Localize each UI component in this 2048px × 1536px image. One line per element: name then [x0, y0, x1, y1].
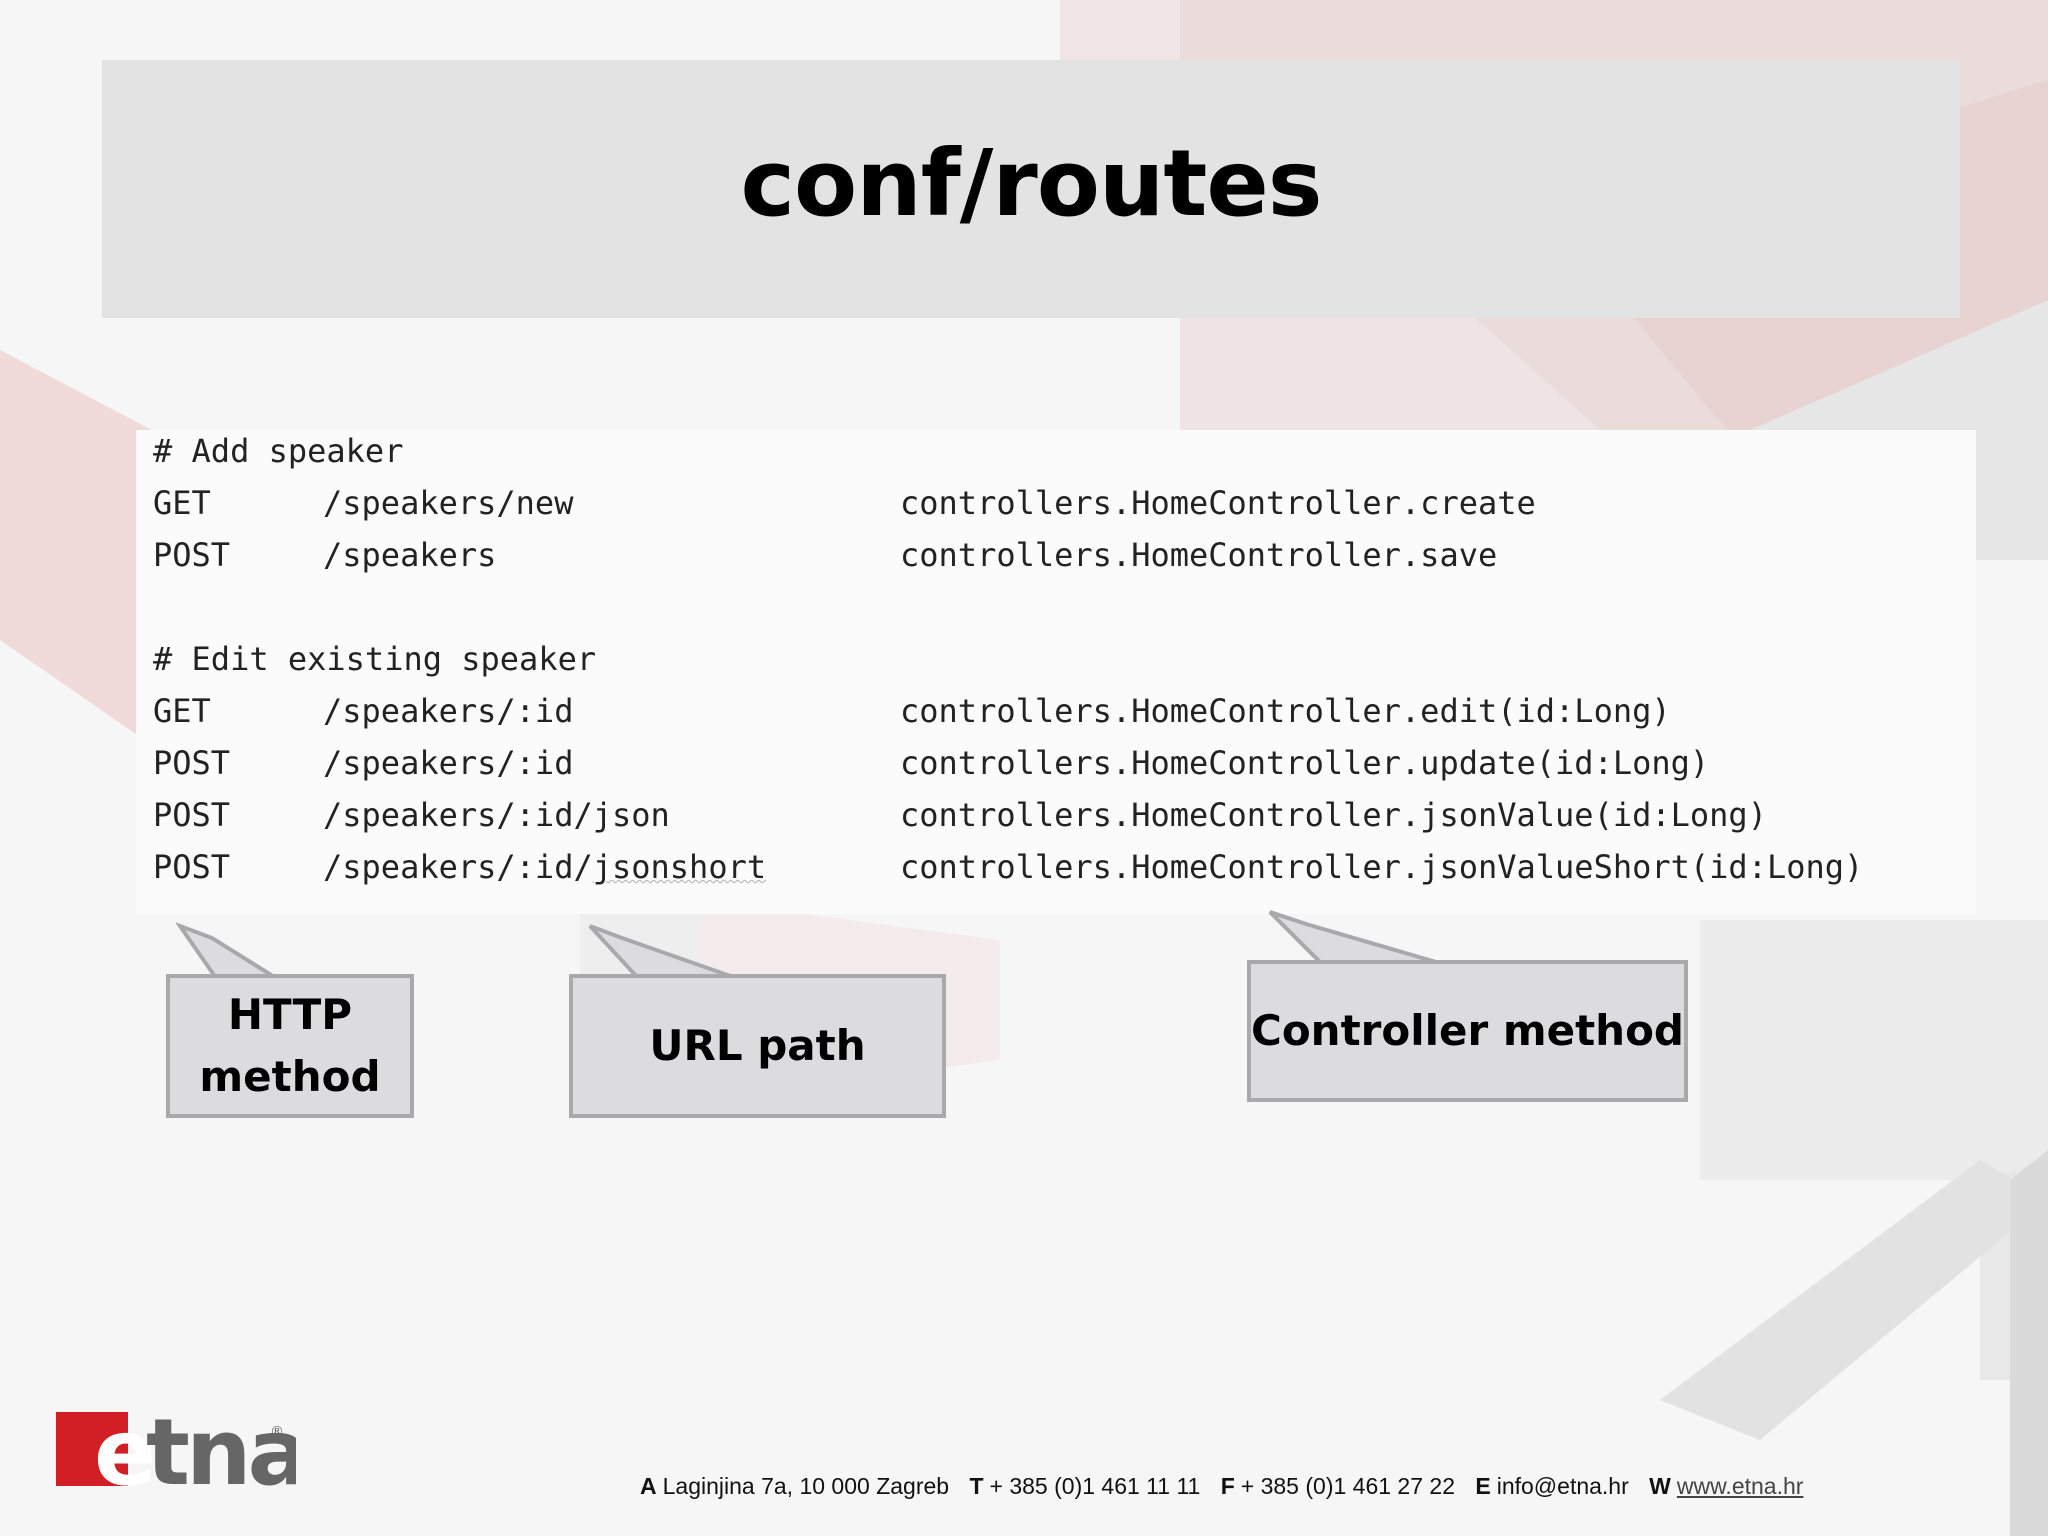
route-method: POST	[153, 536, 231, 574]
route-method: POST	[153, 796, 231, 834]
footer-email-text: info@etna.hr	[1496, 1473, 1629, 1499]
callout-http-method: HTTP method	[166, 974, 414, 1118]
svg-text:®: ®	[270, 1424, 284, 1440]
route-controller: controllers.HomeController.edit(id:Long)	[900, 692, 1671, 730]
route-path: /speakers/:id	[323, 692, 574, 730]
page-title: conf/routes	[740, 130, 1322, 237]
bg-shape	[1660, 1160, 2048, 1440]
route-path: /speakers	[323, 536, 497, 574]
route-controller: controllers.HomeController.jsonValue(id:…	[900, 796, 1767, 834]
bg-shape	[2010, 1150, 2048, 1536]
route-controller: controllers.HomeController.save	[900, 536, 1498, 574]
etna-logo-graphic: e tna ®	[56, 1399, 310, 1506]
etna-logo: e tna ®	[56, 1399, 310, 1506]
footer-website-link[interactable]: www.etna.hr	[1676, 1473, 1804, 1499]
callout-http-line1: HTTP	[227, 990, 353, 1039]
callout-tail-controller	[1268, 910, 1437, 964]
route-path: /speakers/:id/jsonshort	[323, 847, 766, 887]
callout-controller-method: Controller method	[1247, 960, 1688, 1102]
footer-address-text: Laginjina 7a, 10 000 Zagreb	[662, 1473, 950, 1499]
callout-url-path: URL path	[569, 974, 946, 1118]
footer-label-phone: T	[969, 1473, 984, 1499]
callout-tail-url	[588, 924, 737, 980]
callout-http-method-text: HTTP method	[199, 984, 380, 1108]
route-controller: controllers.HomeController.create	[900, 484, 1536, 522]
route-path: /speakers/new	[323, 484, 574, 522]
route-method: POST	[153, 848, 231, 886]
route-path: /speakers/:id	[323, 744, 574, 782]
footer-phone: T+ 385 (0)1 461 11 11	[969, 1473, 1200, 1499]
code-comment-add: # Add speaker	[153, 432, 404, 470]
callout-controller-text: Controller method	[1251, 1006, 1684, 1055]
svg-text:tna: tna	[146, 1412, 296, 1492]
route-path: /speakers/:id/json	[323, 796, 670, 834]
title-band	[102, 60, 1960, 318]
footer-phone-text: + 385 (0)1 461 11 11	[989, 1473, 1201, 1499]
callout-tail-http	[176, 922, 283, 980]
route-path-prefix: /speakers/:id/	[323, 848, 593, 886]
footer-label-address: A	[640, 1473, 657, 1499]
callout-url-path-text: URL path	[649, 1021, 866, 1070]
route-controller: controllers.HomeController.jsonValueShor…	[900, 848, 1864, 886]
route-path-spellcheck-word: jsonshort	[592, 848, 767, 886]
footer-fax: F+ 385 (0)1 461 27 22	[1221, 1473, 1455, 1499]
svg-text:e: e	[94, 1412, 152, 1492]
footer-label-email: E	[1475, 1473, 1491, 1499]
footer-label-website: W	[1649, 1473, 1671, 1499]
code-panel	[136, 430, 1976, 914]
code-comment-edit: # Edit existing speaker	[153, 640, 597, 678]
route-controller: controllers.HomeController.update(id:Lon…	[900, 744, 1710, 782]
footer-label-fax: F	[1220, 1473, 1235, 1499]
route-method: GET	[153, 484, 211, 522]
route-method: GET	[153, 692, 211, 730]
bg-shape	[1700, 920, 2048, 1180]
footer-fax-text: + 385 (0)1 461 27 22	[1240, 1473, 1455, 1499]
callout-http-line2: method	[199, 1052, 381, 1101]
route-method: POST	[153, 744, 231, 782]
